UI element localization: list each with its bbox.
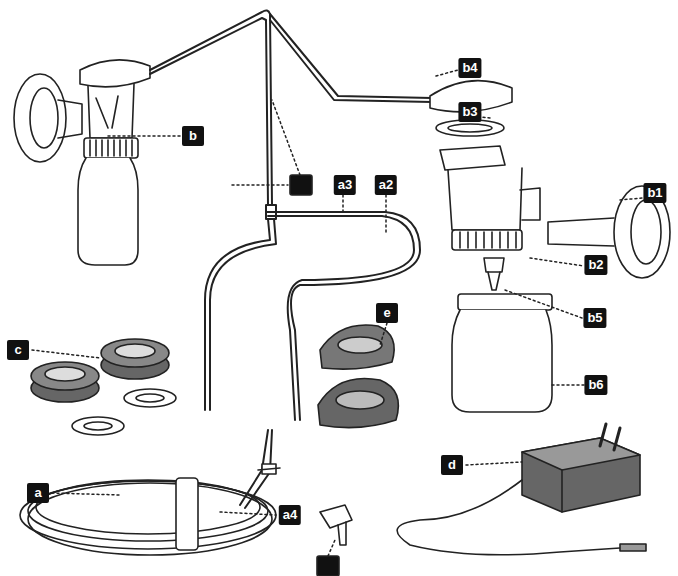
valve-caps [31,339,176,435]
callout-label: a4 [279,505,301,525]
callout-label: d [441,455,463,475]
callout-label: b5 [583,308,606,328]
tube-connector [320,505,352,545]
tubing [150,10,432,420]
leader-lines [32,70,642,556]
power-adapter [397,424,646,555]
breast-shield-parts [430,81,670,412]
callout-label: b1 [643,183,666,203]
callout-label: e [376,303,398,323]
coiled-tubing [20,430,280,555]
callout-label: a [27,483,49,503]
blank-callout [317,556,339,576]
callout-label: a3 [334,175,356,195]
assembled-pump [14,60,150,265]
callout-label: b6 [584,375,607,395]
callout-label: b [182,126,204,146]
blank-callout [290,175,312,195]
cushions [318,325,398,428]
callout-label: a2 [375,175,397,195]
callout-label: b4 [458,58,481,78]
callout-label: b3 [458,102,481,122]
callout-label: c [7,340,29,360]
callout-label: b2 [584,255,607,275]
